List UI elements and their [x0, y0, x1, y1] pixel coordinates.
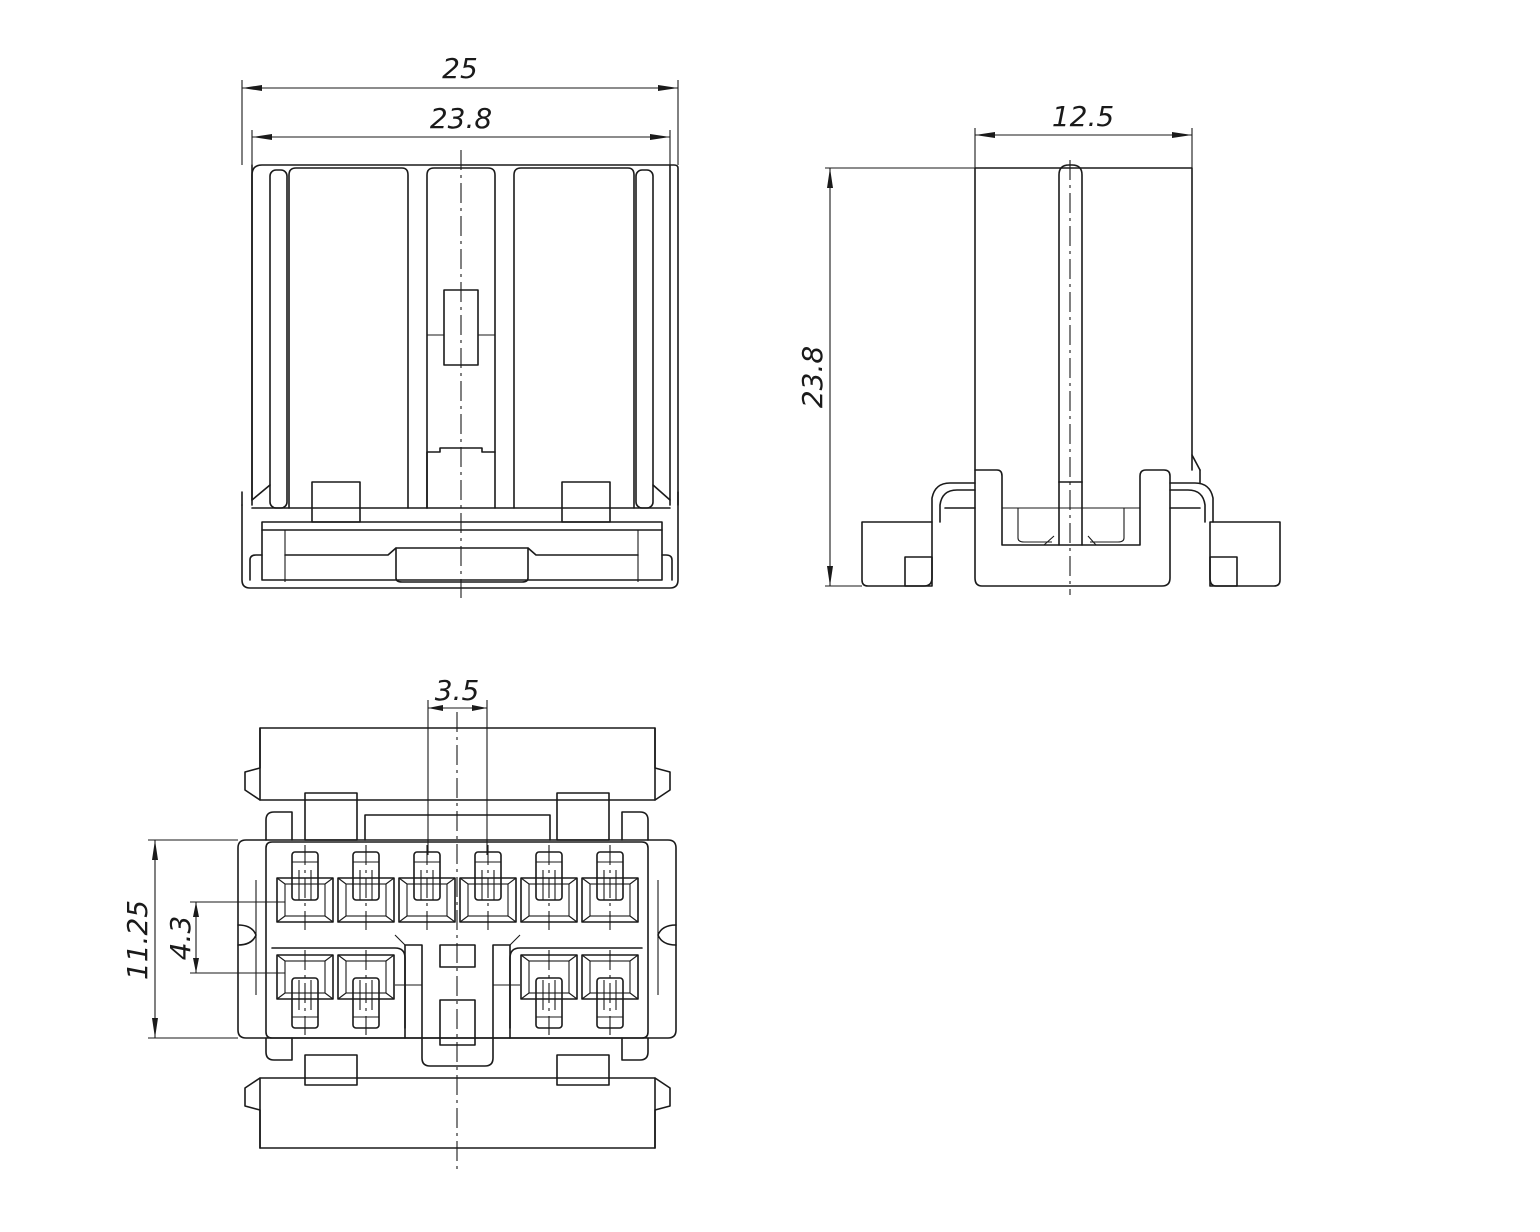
side-depth-dimension: 12.5	[1052, 100, 1114, 133]
row-spacing-dimension: 4.3	[164, 916, 197, 961]
bottom-view: 3.5 11.25 4.3	[121, 674, 677, 1170]
side-view: 12.5 23.8	[796, 100, 1281, 595]
row-span-dimension: 11.25	[121, 900, 154, 980]
side-height-dimension: 23.8	[796, 346, 829, 408]
front-width-dimension: 25	[442, 52, 478, 85]
terminal-cavities	[271, 845, 643, 1035]
front-inner-width-dimension: 23.8	[430, 102, 492, 135]
front-view: 25 23.8	[241, 52, 679, 598]
pitch-dimension: 3.5	[435, 674, 480, 707]
